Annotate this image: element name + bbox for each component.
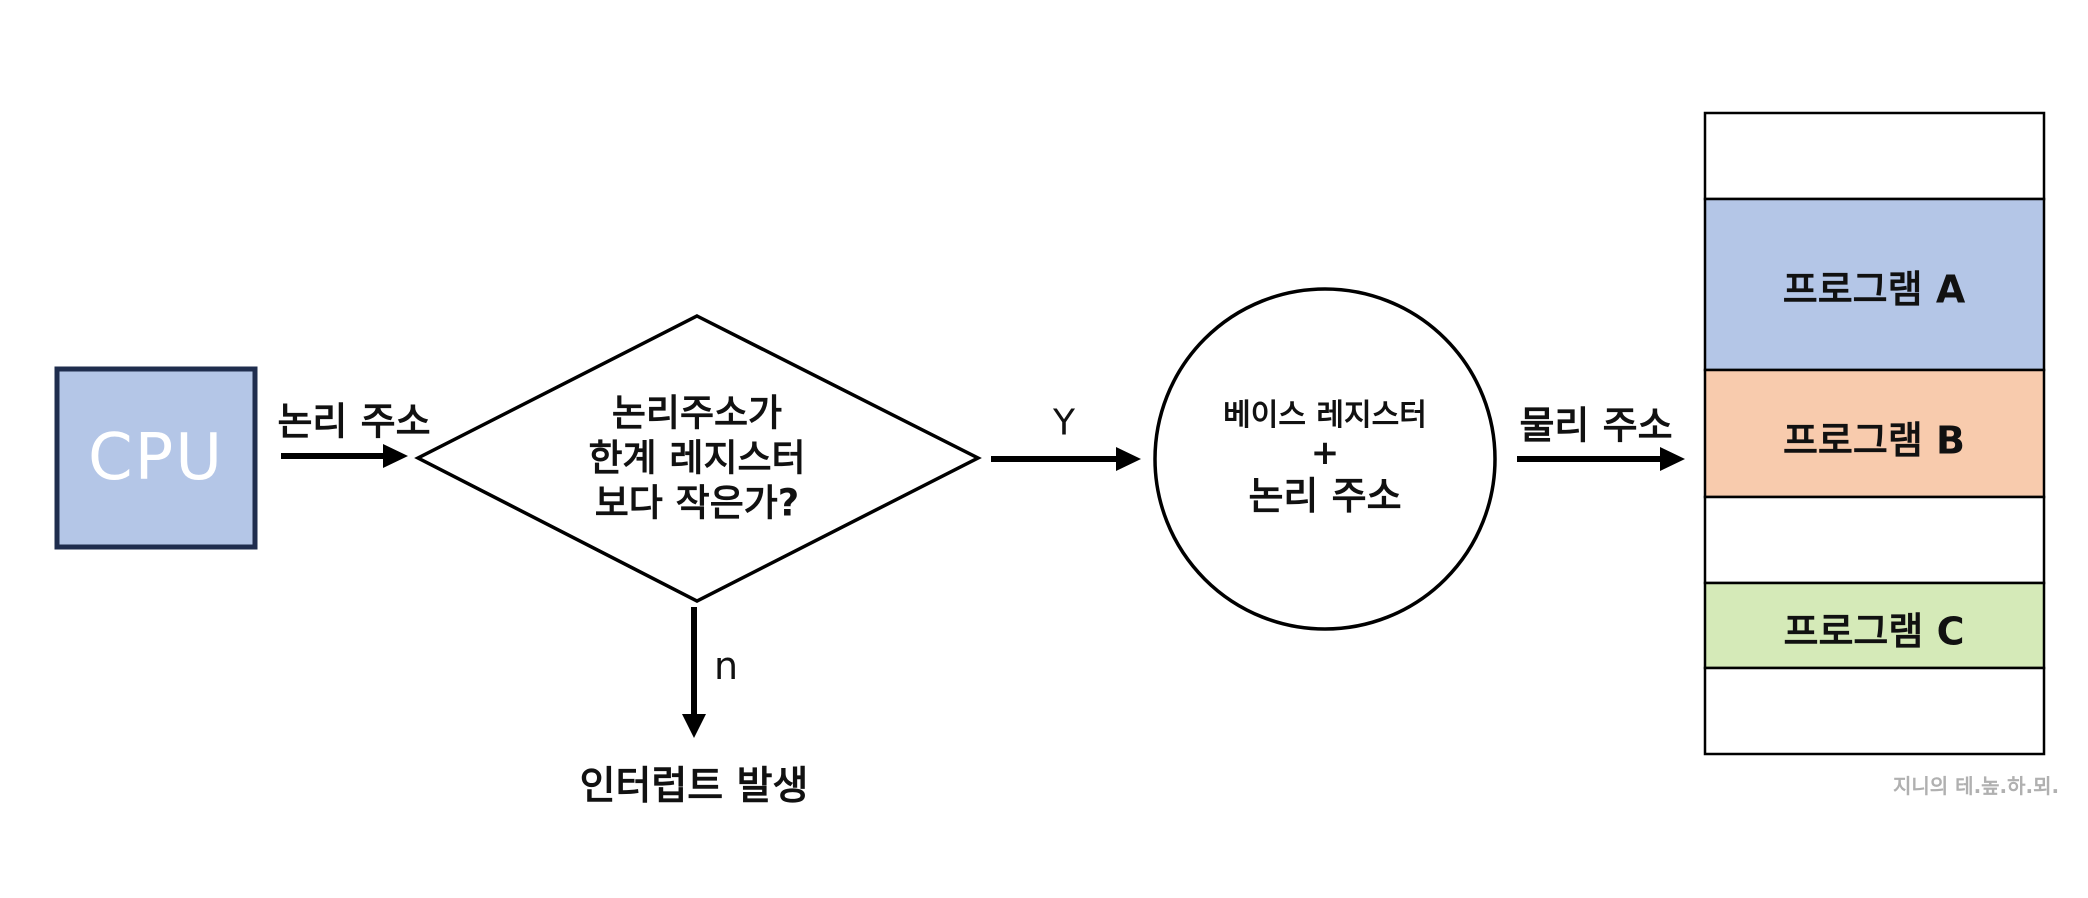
memory-block-empty-top xyxy=(1703,111,2046,201)
decision-line-1: 논리주소가 xyxy=(611,391,783,435)
adder-plus: + xyxy=(1310,433,1340,474)
adder-circle xyxy=(1153,287,1497,631)
memory-block-empty-middle xyxy=(1703,495,2046,585)
decision-line-3: 보다 작은가? xyxy=(594,481,800,525)
arrow-cpu-to-decision xyxy=(281,444,408,468)
interrupt-label: 인터럽트 발생 xyxy=(579,764,809,809)
memory-column xyxy=(1703,111,2046,756)
cpu-label: CPU xyxy=(87,421,225,495)
no-label: n xyxy=(713,644,739,688)
decision-text: 논리주소가 한계 레지스터 보다 작은가? xyxy=(588,390,805,525)
logical-address-label: 논리 주소 xyxy=(277,399,431,444)
program-a-label: 프로그램 A xyxy=(1782,267,1966,312)
physical-address-label: 물리 주소 xyxy=(1519,403,1673,448)
adder-text: 베이스 레지스터 + 논리 주소 xyxy=(1223,398,1427,518)
cpu-box xyxy=(54,366,258,550)
arrow-no xyxy=(682,607,706,738)
watermark: 지니의 테.높.하.뫼. xyxy=(1893,774,2060,798)
arrow-yes xyxy=(991,447,1141,471)
program-b-label: 프로그램 B xyxy=(1782,418,1966,463)
adder-line-2: 논리 주소 xyxy=(1248,473,1402,518)
decision-diamond xyxy=(414,314,982,603)
memory-block-empty-bottom xyxy=(1703,666,2046,756)
yes-label: Y xyxy=(1053,402,1075,444)
arrow-physical-address xyxy=(1517,447,1685,471)
adder-line-1: 베이스 레지스터 xyxy=(1223,397,1427,433)
memory-block-program-c xyxy=(1703,581,2046,670)
program-c-label: 프로그램 C xyxy=(1783,609,1965,654)
decision-line-2: 한계 레지스터 xyxy=(588,436,806,480)
